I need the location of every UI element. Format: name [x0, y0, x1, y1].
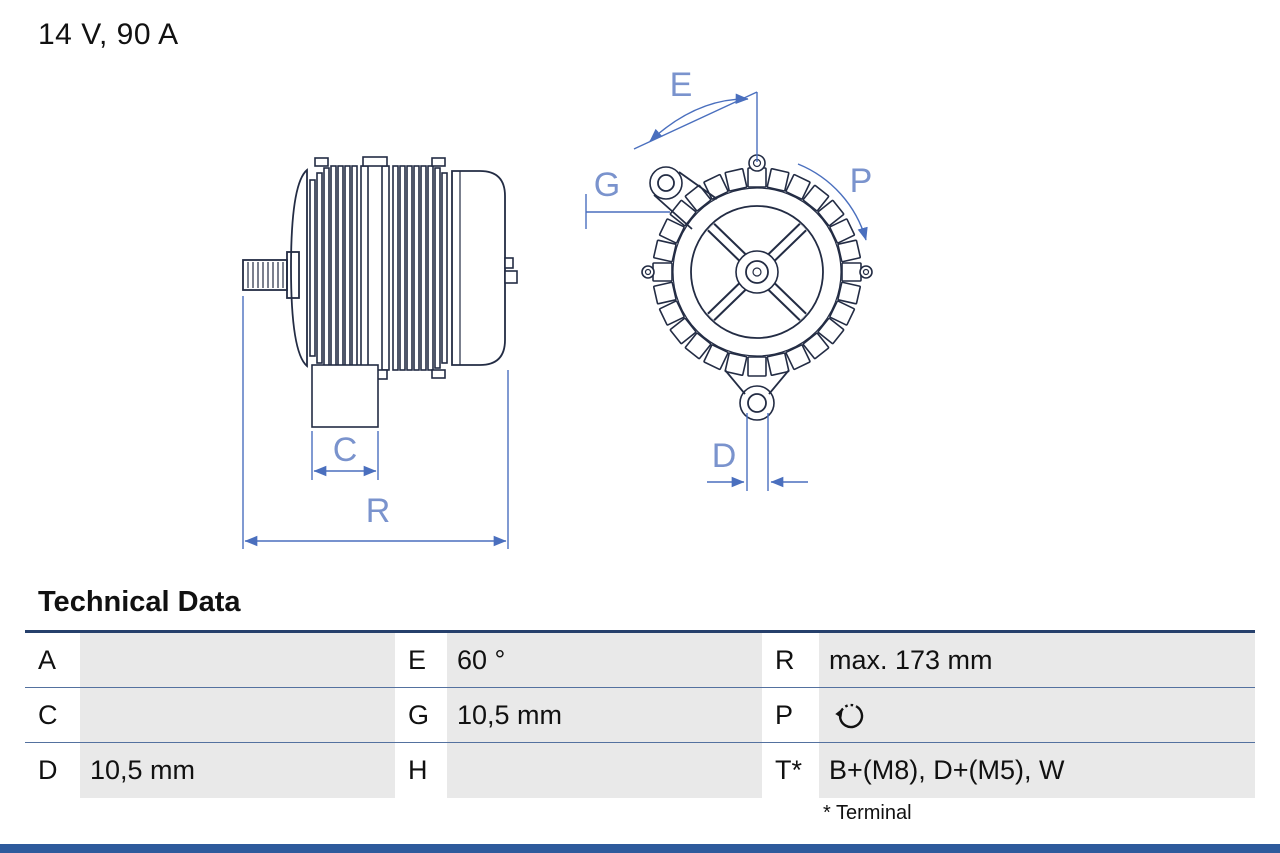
- shaft-center: [752, 267, 762, 277]
- top-lug-rear: [431, 157, 446, 167]
- shaft-thread: [242, 251, 300, 299]
- spec-value-e: 60 °: [447, 633, 762, 687]
- hub-outer: [735, 250, 779, 294]
- spec-value-t: B+(M8), D+(M5), W: [819, 743, 1255, 798]
- dimension-label-c: C: [333, 431, 358, 469]
- fan-guard-inner-circle: [672, 187, 842, 357]
- side-view: C R: [242, 156, 518, 549]
- drive-end-bell: [290, 168, 308, 368]
- rear-cover: [451, 170, 518, 366]
- alternator-technical-drawing: C R: [242, 66, 873, 549]
- dimension-label-e: E: [670, 66, 693, 104]
- cooling-fins-rear: [392, 165, 448, 371]
- spec-key-p: P: [762, 688, 819, 742]
- spec-key-h: H: [395, 743, 447, 798]
- dimension-p: P: [797, 162, 873, 241]
- dimension-c: C: [311, 431, 379, 480]
- pulley-face-circle: [690, 205, 824, 339]
- hub-inner: [745, 260, 769, 284]
- spec-value-r: max. 173 mm: [819, 633, 1255, 687]
- dimension-label-p: P: [850, 162, 873, 200]
- front-view: E G P D: [585, 66, 873, 491]
- bottom-lug-rear: [431, 369, 446, 379]
- fan-spokes: [707, 223, 807, 321]
- dimension-label-g: G: [594, 166, 620, 204]
- table-row: A E 60 ° R max. 173 mm: [25, 633, 1255, 688]
- table-row: D 10,5 mm H T* B+(M8), D+(M5), W: [25, 743, 1255, 798]
- technical-data-heading: Technical Data: [38, 586, 241, 618]
- terminal-stud-large: [504, 270, 518, 284]
- mounting-ear-left: [641, 265, 655, 279]
- spec-key-c: C: [25, 688, 80, 742]
- dimension-g: G: [585, 166, 670, 229]
- dimension-label-d: D: [712, 437, 737, 475]
- terminal-stud-small: [504, 257, 514, 269]
- dimension-r: R: [242, 296, 509, 549]
- mounting-ear-top: [748, 154, 766, 172]
- spec-key-d: D: [25, 743, 80, 798]
- spec-value-g: 10,5 mm: [447, 688, 762, 742]
- spec-value-d: 10,5 mm: [80, 743, 395, 798]
- spec-key-t: T*: [762, 743, 819, 798]
- mounting-lug-bottom: [724, 369, 790, 421]
- top-lug-front: [314, 157, 329, 167]
- mounting-ear-right: [859, 265, 873, 279]
- stator-band: [360, 156, 390, 380]
- spec-key-a: A: [25, 633, 80, 687]
- spec-value-c: [80, 688, 395, 742]
- spec-key-g: G: [395, 688, 447, 742]
- spec-key-e: E: [395, 633, 447, 687]
- voltage-amperage-rating: 14 V, 90 A: [38, 18, 179, 51]
- mounting-ear-top-left: [649, 166, 718, 230]
- spec-key-r: R: [762, 633, 819, 687]
- technical-data-table: A E 60 ° R max. 173 mm C G 10,5 mm P D: [25, 630, 1255, 798]
- dimension-d: D: [707, 413, 808, 491]
- spec-value-h: [447, 743, 762, 798]
- table-row: C G 10,5 mm P: [25, 688, 1255, 743]
- rotation-direction-icon: [835, 703, 864, 729]
- spec-value-p: [819, 688, 1255, 742]
- terminal-footnote: * Terminal: [823, 802, 912, 824]
- cooling-fins-front: [309, 165, 358, 371]
- spec-value-a: [80, 633, 395, 687]
- footer-accent-bar: [0, 844, 1280, 853]
- dimension-e: E: [633, 66, 758, 162]
- dimension-label-r: R: [366, 492, 391, 530]
- mounting-foot: [311, 364, 379, 428]
